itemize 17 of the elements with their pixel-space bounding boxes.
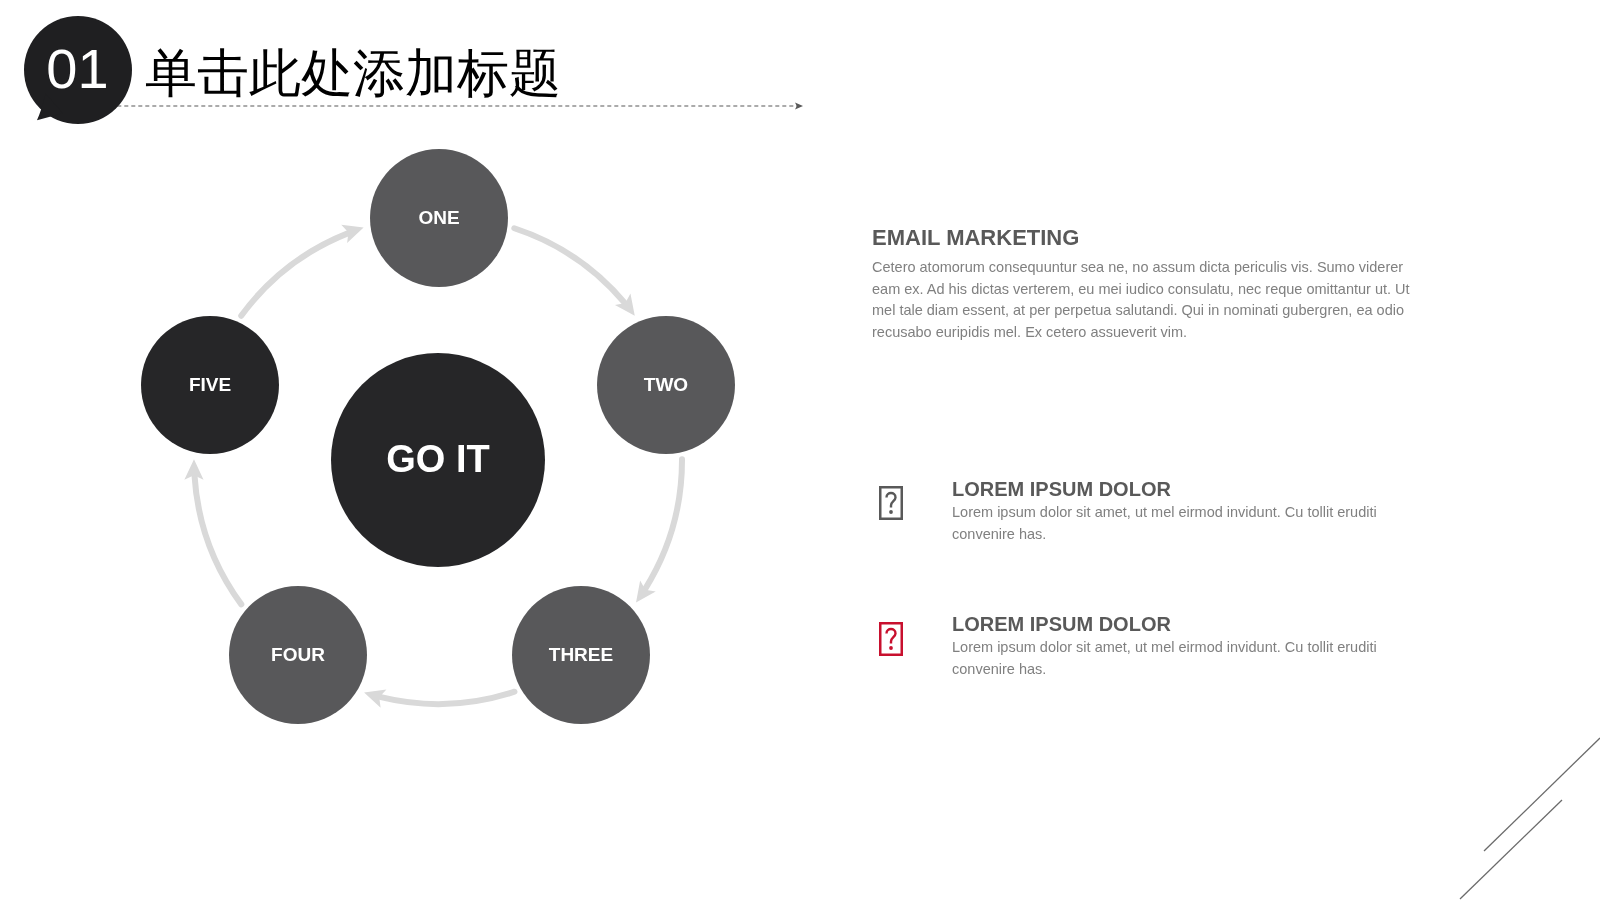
curved-arrow	[361, 688, 518, 707]
dashed-arrow	[116, 102, 804, 110]
step-circle: THREE	[512, 586, 650, 724]
body-text: Cetero atomorum consequuntur sea ne, no assum dicta periculis vis. Sumo viderer eam ex. Ad his dictas verterem, eu mei iudico consulatu, nec reque omittantur ut. Ut mel tale diam essent, at per perpetua salutandi. Qui in nominati gubergren, ea odio recusabo euripidis mel. Ex cetero assueverit vim.	[872, 258, 1411, 342]
slide-title: 单击此处添加标题	[145, 44, 561, 102]
curved-arrow	[511, 225, 638, 319]
section-heading: EMAIL MARKETING	[872, 225, 1080, 251]
body-text: Lorem ipsum dolor sit amet, ut mel eirmod invidunt. Cu tollit eruditi convenire has.	[952, 638, 1378, 679]
step-circle: TWO	[597, 316, 735, 454]
step-circle: FIVE	[141, 316, 279, 454]
item-heading: LOREM IPSUM DOLOR	[952, 477, 1171, 501]
item-heading: LOREM IPSUM DOLOR	[952, 612, 1171, 636]
body-text: Lorem ipsum dolor sit amet, ut mel eirmod invidunt. Cu tollit eruditi convenire has.	[952, 503, 1378, 544]
center-circle: GO IT	[331, 353, 545, 567]
step-circle: FOUR	[229, 586, 367, 724]
step-circle: ONE	[370, 149, 508, 287]
number-bubble: 01	[23, 15, 132, 124]
